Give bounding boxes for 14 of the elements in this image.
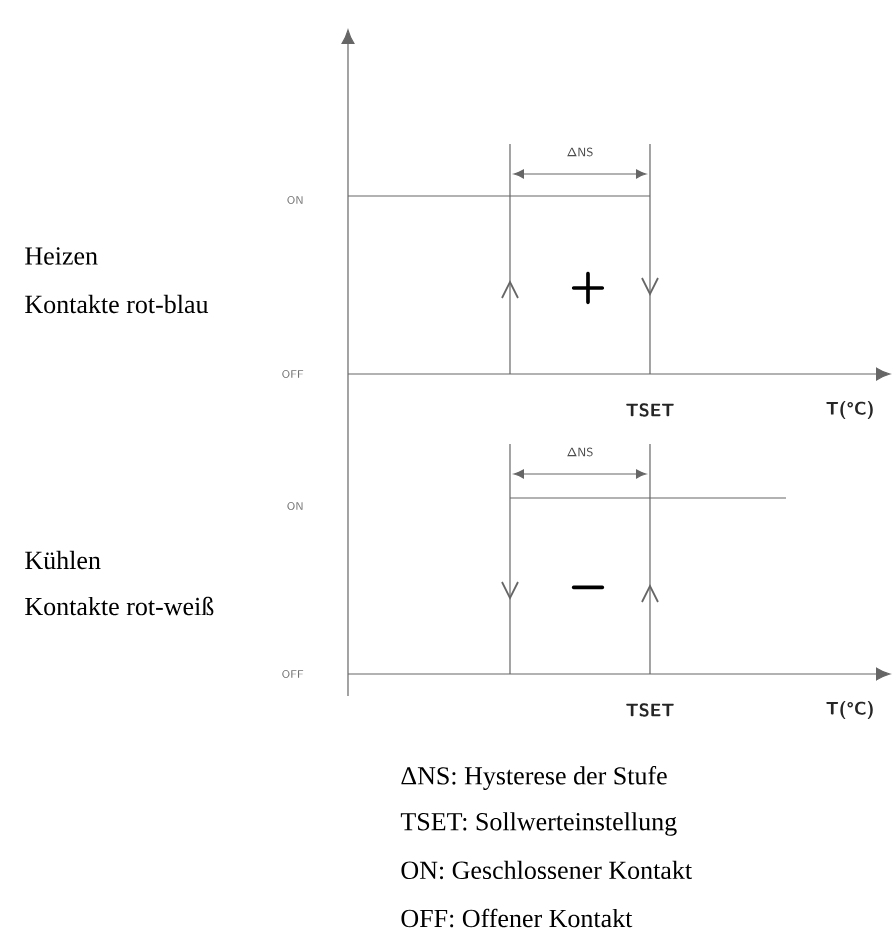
setpoint-label: TSET: [626, 703, 674, 717]
mode-label: Kühlen: [25, 550, 101, 570]
sign-symbol: −: [571, 585, 605, 590]
setpoint-label: TSET: [626, 403, 674, 417]
mode-label: Heizen: [25, 247, 98, 265]
legend-text: ON: Geschlossener Kontakt: [401, 860, 692, 880]
sign-symbol: +: [571, 271, 605, 305]
mode-label: Kontakte rot-weiß: [25, 596, 214, 616]
legend-text: TSET: Sollwerteinstellung: [400, 812, 677, 836]
legend-text: OFF: Offener Kontakt: [401, 908, 633, 928]
axis-title: T(°C): [826, 701, 873, 719]
legend-text: ΔNS: Hysterese der Stufe: [401, 766, 667, 790]
mode-label: Kontakte rot-blau: [25, 294, 209, 314]
axis-title: T(°C): [826, 401, 873, 419]
